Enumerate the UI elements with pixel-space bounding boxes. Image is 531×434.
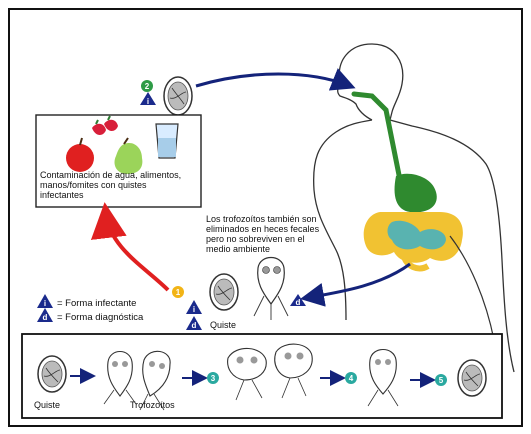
- infective-marker-top-letter: i: [147, 97, 149, 106]
- intestines: [364, 212, 463, 268]
- legend-diagnostic-letter: d: [43, 313, 48, 322]
- step-1-number: 1: [176, 288, 181, 297]
- cyst-bottom-right: [458, 360, 486, 396]
- legend-infective-label: = Forma infectante: [57, 298, 136, 309]
- cyst-label-bottom: Quiste: [34, 400, 60, 410]
- cyst-label-stage1: Quiste: [210, 320, 236, 330]
- step-4-number: 4: [349, 374, 354, 383]
- legend-infective-letter: i: [44, 299, 46, 308]
- contamination-arrow: [106, 214, 168, 290]
- cyst-bottom-left: [38, 356, 66, 392]
- ingestion-arrow: [196, 74, 350, 86]
- step-3-number: 3: [211, 374, 216, 383]
- digestive-tract-upper: [354, 94, 437, 212]
- infective-marker-cyst-letter: i: [193, 305, 195, 314]
- trophozoite-label-bottom: Trofozoítos: [130, 400, 175, 410]
- step-2-number: 2: [145, 82, 150, 91]
- water-glass-icon: [156, 124, 178, 158]
- diagnostic-marker-trophozoite-letter: d: [296, 298, 301, 307]
- trophozoite-note-line-2: eliminados en heces fecales: [206, 224, 320, 234]
- contamination-text-line-1: Contaminación de agua, alimentos,: [40, 170, 181, 180]
- trophozoite-note-line-3: pero no sobreviven en el: [206, 234, 305, 244]
- trophozoite-note-line-1: Los trofozoítos también son: [206, 214, 317, 224]
- contamination-text-line-2: manos/fomites con quistes: [40, 180, 147, 190]
- cyst-stage1: [210, 274, 238, 310]
- step-5-number: 5: [439, 376, 444, 385]
- cyst-stage2: [164, 77, 192, 115]
- trophozoite-note-line-4: medio ambiente: [206, 244, 270, 254]
- diagnostic-marker-cyst-letter: d: [192, 321, 197, 330]
- trophozoite-diagnostic: [254, 258, 288, 321]
- contamination-text-line-3: infectantes: [40, 190, 84, 200]
- legend-diagnostic-label: = Forma diagnóstica: [57, 312, 144, 323]
- replication-box: [22, 334, 502, 418]
- excretion-arrow: [306, 264, 410, 298]
